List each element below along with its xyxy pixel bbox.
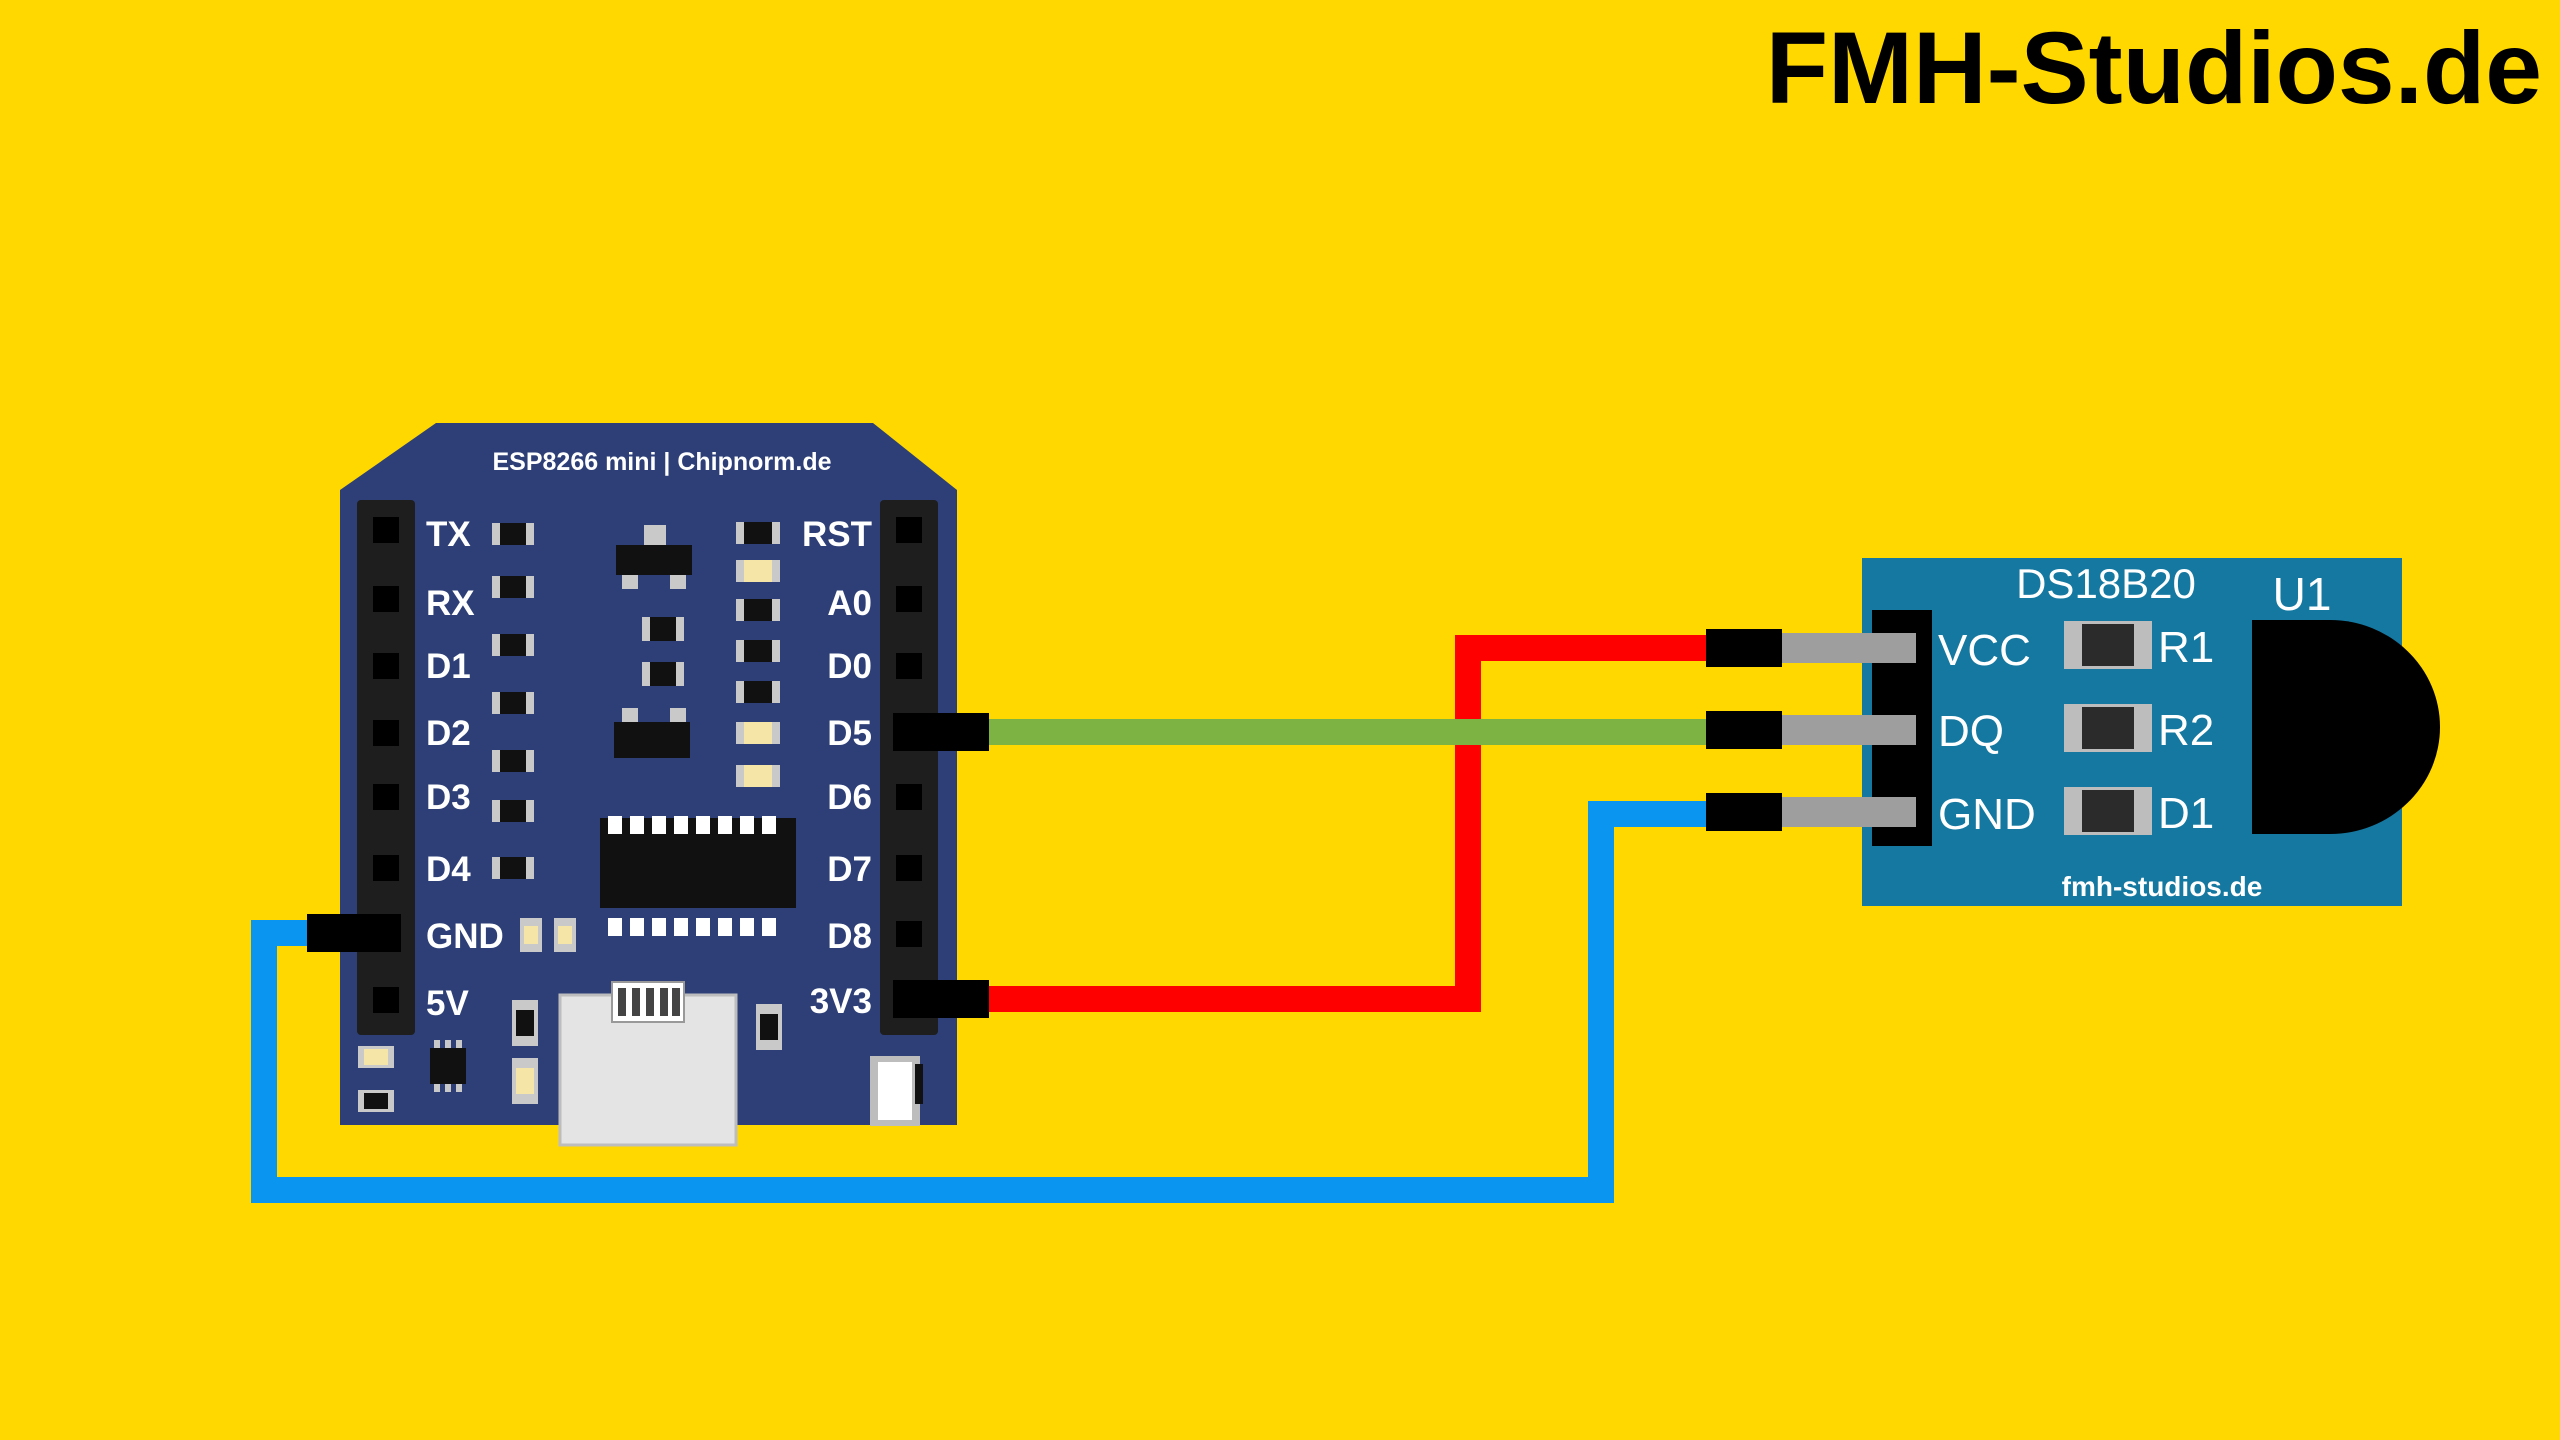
right-pin-label: RST [802,515,872,554]
usb-side-components [358,1000,782,1112]
led-pair [520,918,576,952]
left-pin-label: D3 [426,778,471,817]
module-part-label: D1 [2158,789,2214,838]
pin-pad [373,517,399,543]
left-pin-label: TX [426,515,471,554]
pin-pad [373,855,399,881]
module-part-label: R2 [2158,706,2214,755]
pin-pad [896,921,922,947]
module-pin-label: GND [1938,790,2036,839]
pin-pad [373,720,399,746]
left-pin-label: GND [426,917,504,956]
esp8266-board: ESP8266 mini | Chipnorm.de [340,423,957,1147]
left-pin-label: RX [426,584,475,623]
module-footer: fmh-studios.de [2062,871,2263,902]
pin-pad [896,586,922,612]
ds18b20-module: DS18B20 U1 VCC DQ GND R1 R2 D1 fmh-studi… [1862,558,2440,906]
module-title: DS18B20 [2016,560,2196,607]
reset-button [870,1056,923,1126]
smd-resistors-right [736,522,780,787]
right-pin-label: D7 [827,850,872,889]
pin-pad [896,653,922,679]
wire-3v3 [988,635,1710,1012]
micro-usb-connector [558,981,738,1147]
module-jumpers [1706,629,1916,831]
pin-pad [896,784,922,810]
left-pin-label: D2 [426,714,471,753]
pin-pad [373,987,399,1013]
right-pin-label: D0 [827,647,872,686]
pin-pad [373,586,399,612]
sensor-body [2252,620,2440,834]
jumper-end-d5 [893,713,989,751]
module-ref: U1 [2273,568,2332,620]
left-pin-label: D4 [426,850,471,889]
module-pin-label: DQ [1938,707,2004,756]
board-title: ESP8266 mini | Chipnorm.de [492,448,831,476]
module-part-label: R1 [2158,623,2214,672]
left-pin-label: 5V [426,984,469,1023]
jumper-end-3v3 [893,980,989,1018]
pin-pad [373,653,399,679]
ic-chip [600,816,796,936]
board-pcb [340,423,957,1125]
right-pin-label: D8 [827,917,872,956]
pin-pad [896,517,922,543]
watermark: FMH-Studios.de [1766,11,2542,125]
transistors [614,525,692,758]
module-pin-label: VCC [1938,626,2031,675]
right-pin-label: A0 [827,584,872,623]
jumper-end-gnd [307,914,401,952]
right-pin-label: D6 [827,778,872,817]
right-pin-label: D5 [827,714,872,753]
left-pin-label: D1 [426,647,471,686]
wire-gnd [251,801,1710,1203]
module-smd-parts [2064,621,2152,835]
pin-pad [373,784,399,810]
pin-pad [896,855,922,881]
smd-resistors-left [492,523,534,879]
right-pin-label: 3V3 [810,982,872,1021]
